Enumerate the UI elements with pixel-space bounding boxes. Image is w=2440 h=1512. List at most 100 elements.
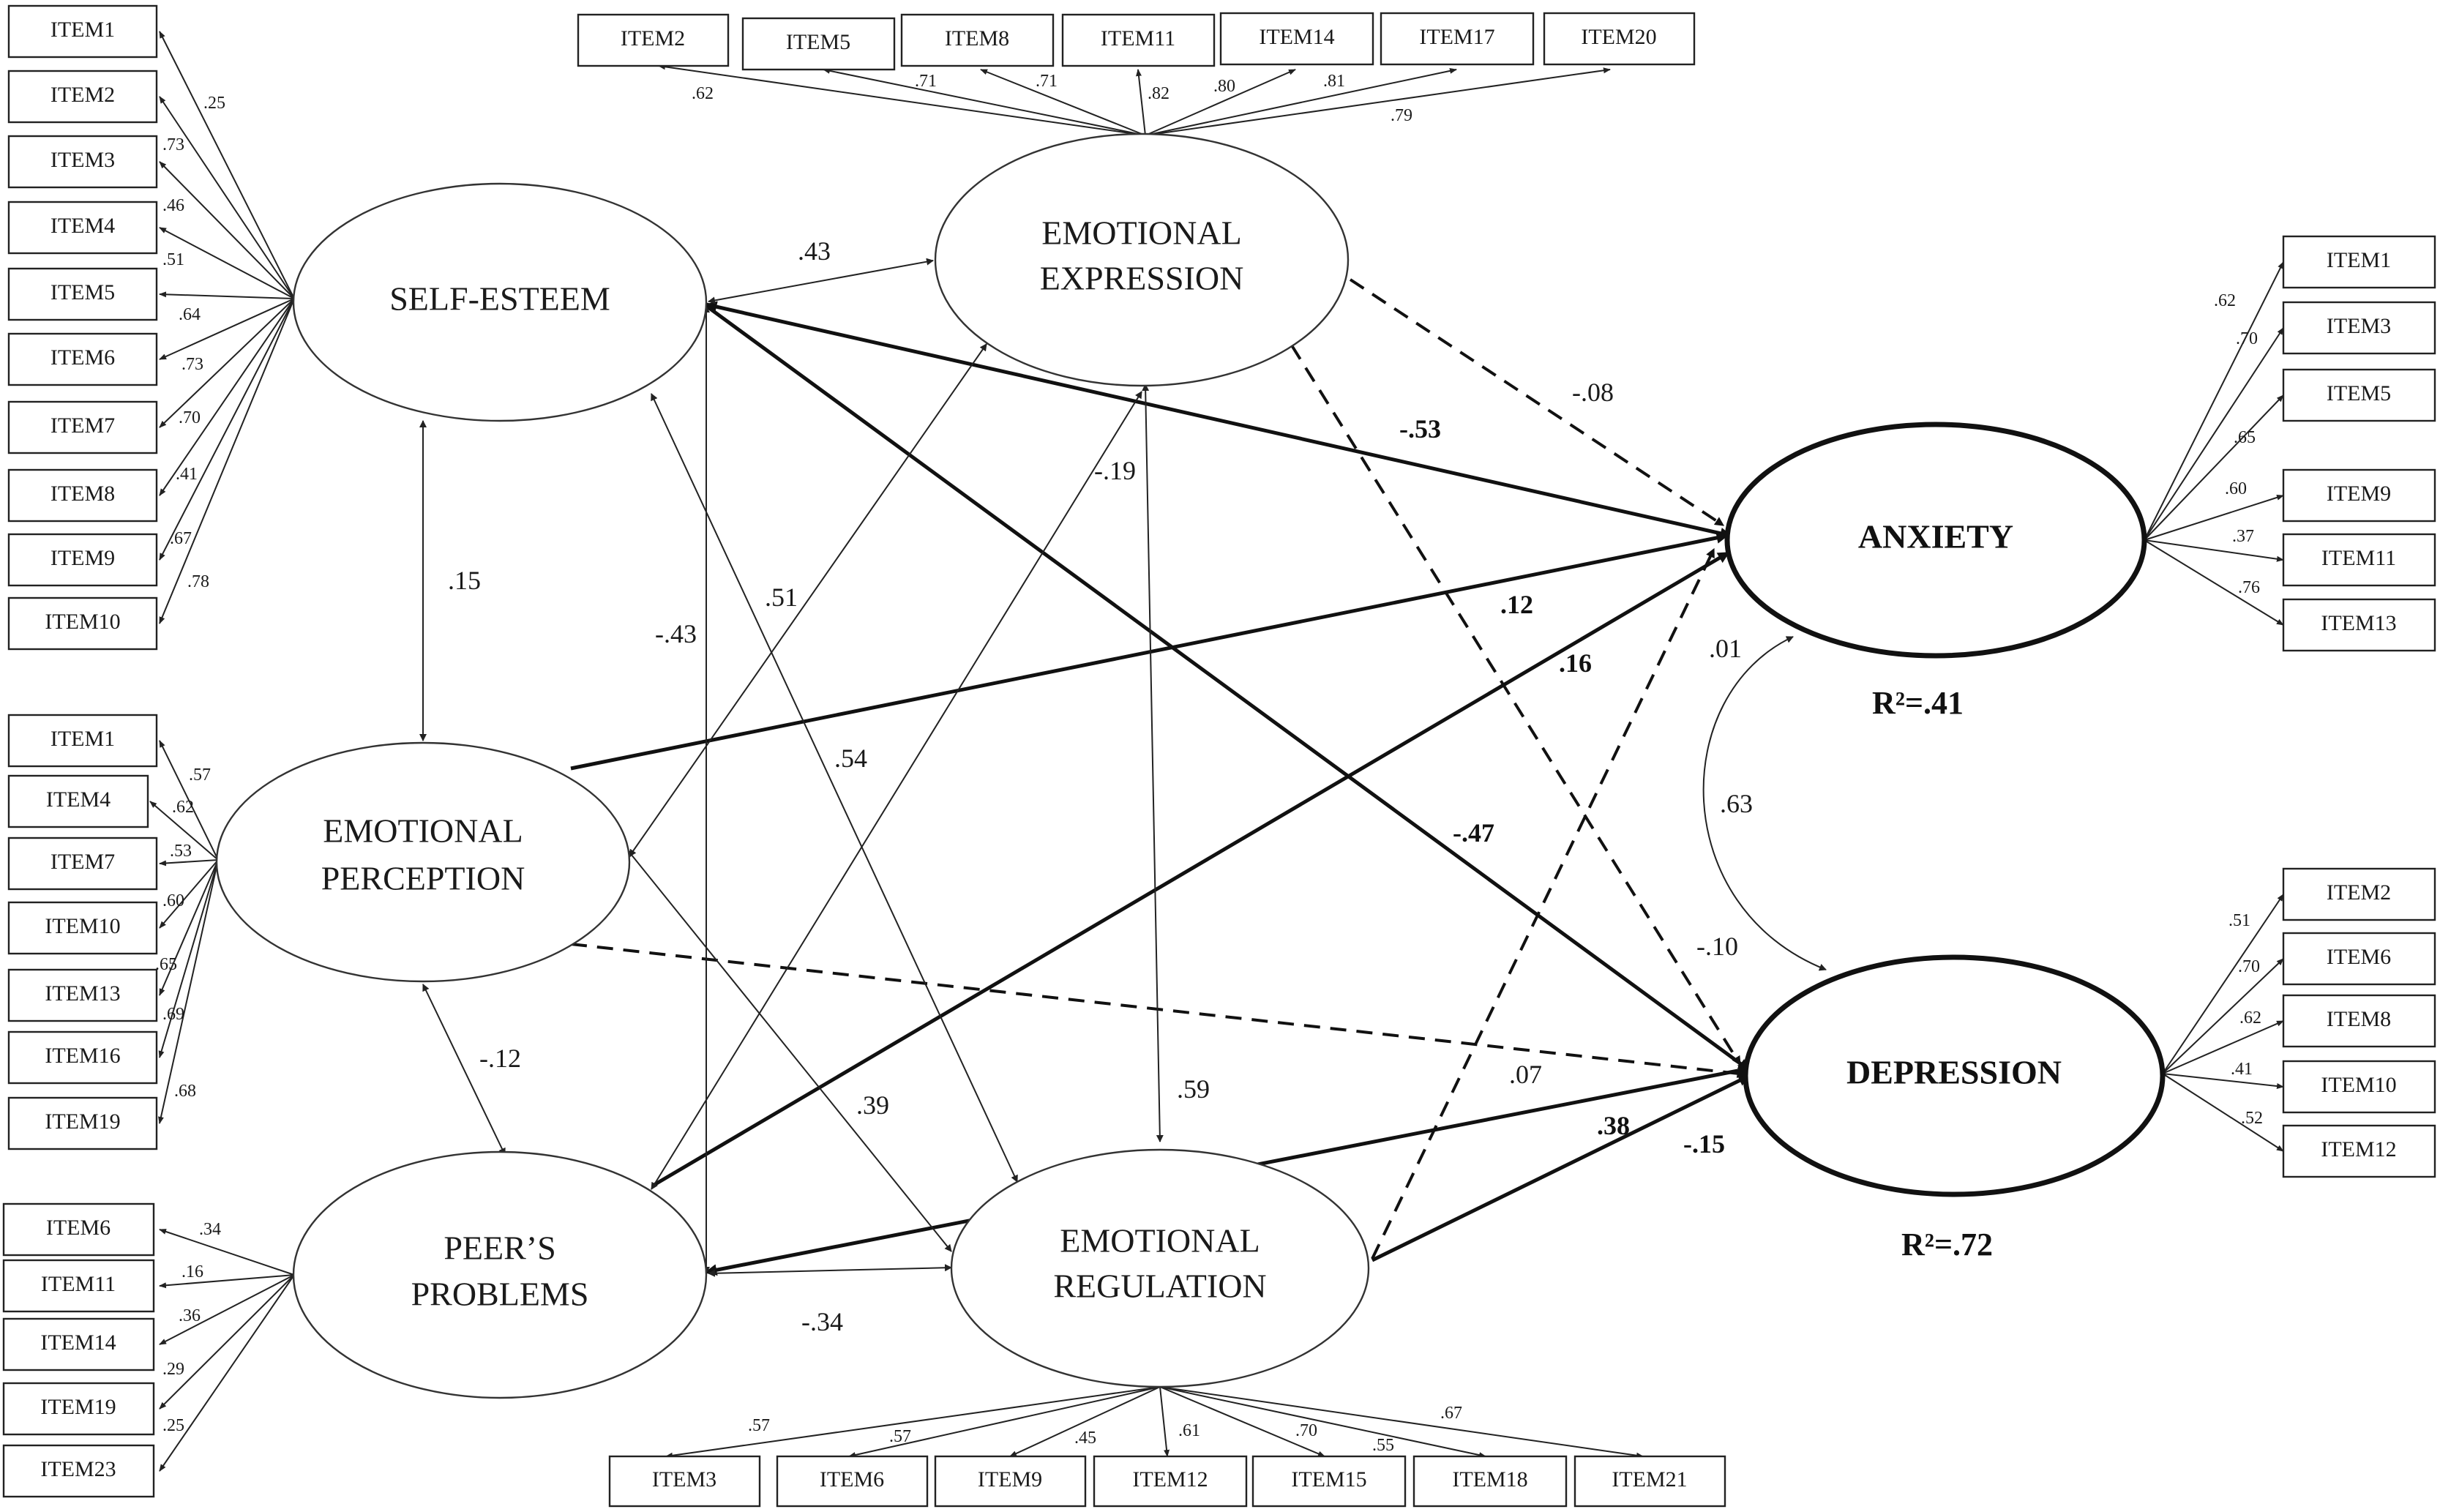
indicator-box: ITEM19 (2, 1382, 155, 1436)
loading-value: .69 (162, 1005, 184, 1024)
indicator-box: ITEM2 (577, 13, 730, 67)
ee-loading-line (1145, 67, 1457, 136)
loading-value: .70 (2238, 957, 2260, 976)
indicator-box: ITEM18 (1412, 1455, 1568, 1508)
indicator-box: ITEM11 (2, 1259, 155, 1313)
coefficient-label: -.47 (1453, 818, 1494, 847)
path-ee-depression (1290, 344, 1742, 1066)
r-squared-depression: R²=.72 (1901, 1227, 1993, 1262)
ep-loading-line (159, 859, 219, 867)
er-loading-line (1159, 1386, 1170, 1457)
se-loading-line (159, 298, 295, 428)
er-loading-line (1159, 1386, 1644, 1459)
path-ee-anxiety (1349, 278, 1725, 527)
cov-ee-ep (629, 343, 987, 857)
indicators-emotional-expression: ITEM2 ITEM5 ITEM8 ITEM11 ITEM14 ITEM17 I… (577, 12, 1696, 71)
loading-value: .60 (162, 891, 184, 910)
ee-loading-line (823, 67, 1146, 136)
indicator-label: ITEM14 (40, 1331, 116, 1355)
indicator-box: ITEM7 (7, 837, 158, 891)
path-labels: -.08 -.53 .12 .16 -.47 -.10 .07 .38 -.15 (1399, 378, 1738, 1159)
se-loading-line (159, 96, 295, 299)
se-loading-line (159, 298, 295, 561)
indicator-label: ITEM11 (41, 1272, 116, 1296)
indicator-box: ITEM1 (2282, 235, 2436, 289)
anx-loading-line (2144, 494, 2284, 541)
latent-depression: DEPRESSION (1743, 954, 2166, 1197)
loading-value: .55 (1372, 1436, 1394, 1455)
indicator-label: ITEM8 (945, 26, 1009, 50)
loading-value: .68 (174, 1082, 196, 1101)
indicator-label: ITEM3 (50, 148, 115, 172)
indicator-box: ITEM1 (7, 714, 158, 768)
loading-value: .67 (1440, 1404, 1462, 1423)
loading-value: .57 (889, 1427, 911, 1446)
indicator-label: ITEM9 (50, 546, 115, 570)
coefficient-label: .39 (856, 1090, 889, 1120)
coefficient-label: -.10 (1696, 932, 1738, 961)
loading-value: .51 (162, 250, 184, 269)
cov-ee-pp (651, 391, 1142, 1190)
indicator-box: ITEM15 (1251, 1455, 1407, 1508)
latent-label: EMOTIONAL (1060, 1222, 1260, 1260)
indicator-box: ITEM10 (2282, 1060, 2436, 1114)
ep-loading-line (159, 859, 219, 996)
se-loading-line (159, 291, 295, 299)
indicator-box: ITEM21 (1573, 1455, 1726, 1508)
se-loading-line (159, 298, 295, 360)
latent-self-esteem: SELF-ESTEEM (292, 182, 708, 422)
indicator-box: ITEM5 (2282, 368, 2436, 422)
pp-loading-line (159, 1229, 295, 1276)
indicator-label: ITEM6 (46, 1216, 111, 1240)
er-loading-line (1159, 1386, 1325, 1457)
indicator-label: ITEM17 (1419, 25, 1494, 49)
indicator-box: ITEM9 (934, 1455, 1087, 1508)
loading-value: .61 (1178, 1421, 1200, 1440)
loadings-emotional-perception: .57 .62 .53 .60 .65 .69 .68 (155, 766, 211, 1101)
indicator-box: ITEM5 (741, 17, 896, 71)
indicator-label: ITEM6 (2327, 945, 2391, 969)
cov-ee-er (1142, 383, 1164, 1142)
indicator-label: ITEM16 (45, 1044, 120, 1068)
coefficient-label: .07 (1509, 1060, 1542, 1089)
loading-value: .78 (187, 572, 209, 591)
loading-value: .67 (170, 529, 192, 548)
loading-value: .71 (1036, 72, 1058, 91)
indicator-label: ITEM4 (46, 787, 111, 812)
indicator-box: ITEM9 (7, 533, 158, 587)
er-loading-line (848, 1386, 1161, 1458)
indicator-label: ITEM10 (45, 914, 120, 938)
indicator-label: ITEM12 (2321, 1137, 2396, 1161)
pp-loading-line (159, 1274, 295, 1289)
loading-value: .70 (179, 408, 201, 427)
indicator-label: ITEM8 (2327, 1007, 2391, 1031)
latent-label: PERCEPTION (321, 860, 525, 897)
indicator-box: ITEM7 (7, 400, 158, 454)
dep-loading-line (2162, 1073, 2284, 1090)
indicator-label: ITEM11 (2321, 546, 2396, 570)
path-er-anxiety (1371, 547, 1715, 1260)
indicator-box: ITEM5 (7, 267, 158, 321)
loading-value: .25 (203, 94, 225, 113)
latent-label: REGULATION (1053, 1268, 1266, 1305)
indicator-box: ITEM2 (7, 70, 158, 124)
indicator-box: ITEM12 (2282, 1124, 2436, 1178)
loading-value: .36 (179, 1306, 201, 1325)
indicator-box: ITEM6 (2, 1202, 155, 1257)
coefficient-label: -.08 (1572, 378, 1614, 407)
loading-value: .16 (181, 1262, 203, 1281)
latent-emotional-perception: EMOTIONAL PERCEPTION (215, 741, 631, 983)
latent-label: DEPRESSION (1846, 1054, 2062, 1091)
loading-value: .76 (2238, 578, 2260, 597)
loading-value: .51 (2228, 911, 2250, 930)
anx-loading-line (2144, 539, 2284, 562)
ee-loading-line (658, 64, 1146, 136)
indicator-label: ITEM2 (621, 26, 685, 50)
latent-label: PROBLEMS (411, 1276, 589, 1313)
indicator-box: ITEM14 (1219, 12, 1374, 66)
loading-value: .37 (2232, 527, 2254, 546)
indicator-box: ITEM3 (608, 1455, 761, 1508)
dep-loading-line (2162, 1073, 2284, 1152)
r-squared-labels: R²=.41 R²=.72 (1872, 685, 1993, 1262)
ee-loading-line (980, 69, 1146, 136)
